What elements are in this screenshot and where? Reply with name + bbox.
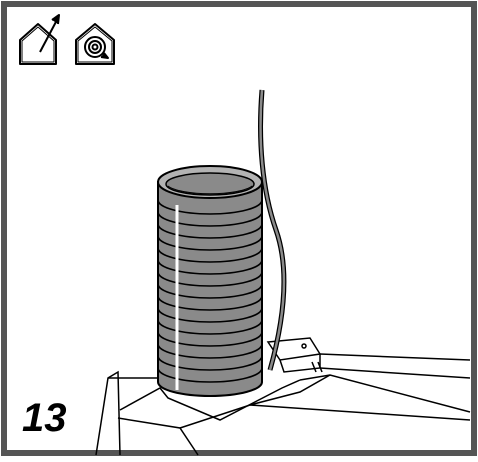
recirculation-icon	[75, 23, 115, 65]
hood-plate	[95, 337, 471, 456]
flexible-hose	[157, 165, 263, 397]
step-number: 13	[22, 396, 67, 440]
ducted-extraction-icon	[19, 14, 60, 65]
